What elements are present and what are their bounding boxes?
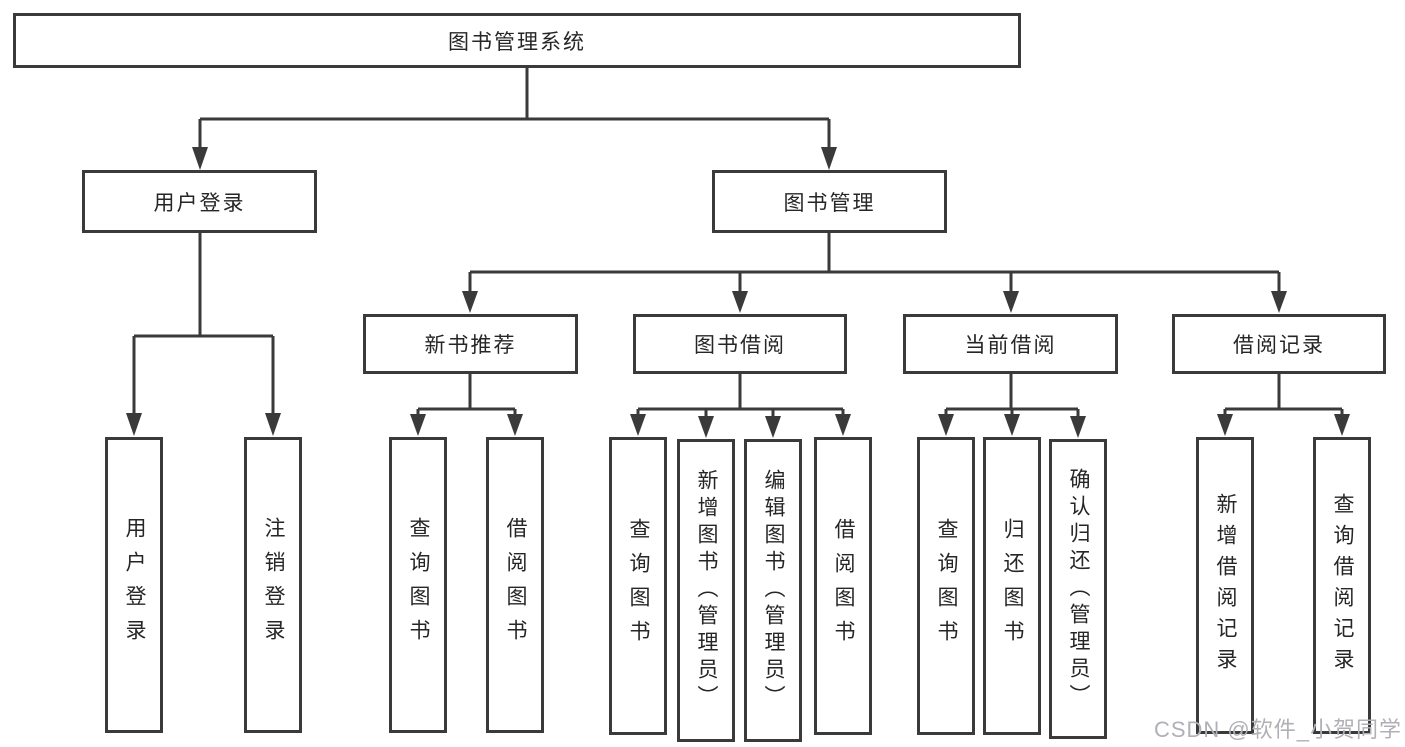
leaf-borrow-books-borrowing: 借阅图书 <box>814 437 872 735</box>
node-book-borrowing: 图书借阅 <box>633 314 847 374</box>
node-book-management: 图书管理 <box>712 170 947 233</box>
leaf-query-books-borrowing-label: 查询图书 <box>627 518 651 654</box>
leaf-query-books-current: 查询图书 <box>917 437 975 735</box>
node-library-management-system: 图书管理系统 <box>13 13 1021 68</box>
leaf-logout: 注销登录 <box>244 437 302 733</box>
arrowheads <box>126 147 1350 438</box>
leaf-borrow-books-borrowing-label: 借阅图书 <box>832 518 856 654</box>
leaf-logout-label: 注销登录 <box>262 517 286 653</box>
csdn-watermark: CSDN @软件_小贺同学 <box>1153 717 1402 742</box>
leaf-query-books-borrowing: 查询图书 <box>609 437 667 735</box>
leaf-add-book-admin: 新增图书（管理员） <box>677 439 735 742</box>
leaf-query-books-recommend: 查询图书 <box>389 437 447 733</box>
leaf-borrow-books-recommend-label: 借阅图书 <box>504 517 528 653</box>
leaf-query-books-current-label: 查询图书 <box>935 518 959 654</box>
leaf-add-book-admin-label: 新增图书（管理员） <box>695 469 719 712</box>
leaf-query-borrow-record: 查询借阅记录 <box>1313 437 1371 734</box>
leaf-return-books-label: 归还图书 <box>1001 518 1025 654</box>
leaf-query-books-recommend-label: 查询图书 <box>407 517 431 653</box>
leaf-add-borrow-record-label: 新增借阅记录 <box>1214 492 1238 679</box>
node-current-borrowing: 当前借阅 <box>903 314 1118 374</box>
leaf-add-borrow-record: 新增借阅记录 <box>1196 437 1254 734</box>
leaf-return-books: 归还图书 <box>983 437 1041 735</box>
leaf-edit-book-admin-label: 编辑图书（管理员） <box>762 469 786 712</box>
leaf-borrow-books-recommend: 借阅图书 <box>486 437 544 733</box>
node-new-book-recommend: 新书推荐 <box>363 314 578 374</box>
leaf-user-login: 用户登录 <box>105 437 163 733</box>
leaf-query-borrow-record-label: 查询借阅记录 <box>1331 492 1355 679</box>
leaf-user-login-label: 用户登录 <box>123 517 147 653</box>
node-user-login: 用户登录 <box>82 170 317 233</box>
leaf-edit-book-admin: 编辑图书（管理员） <box>744 439 802 742</box>
leaf-confirm-return-admin-label: 确认归还（管理员） <box>1067 467 1091 711</box>
leaf-confirm-return-admin: 确认归还（管理员） <box>1049 439 1107 739</box>
node-borrowing-records: 借阅记录 <box>1172 314 1386 374</box>
